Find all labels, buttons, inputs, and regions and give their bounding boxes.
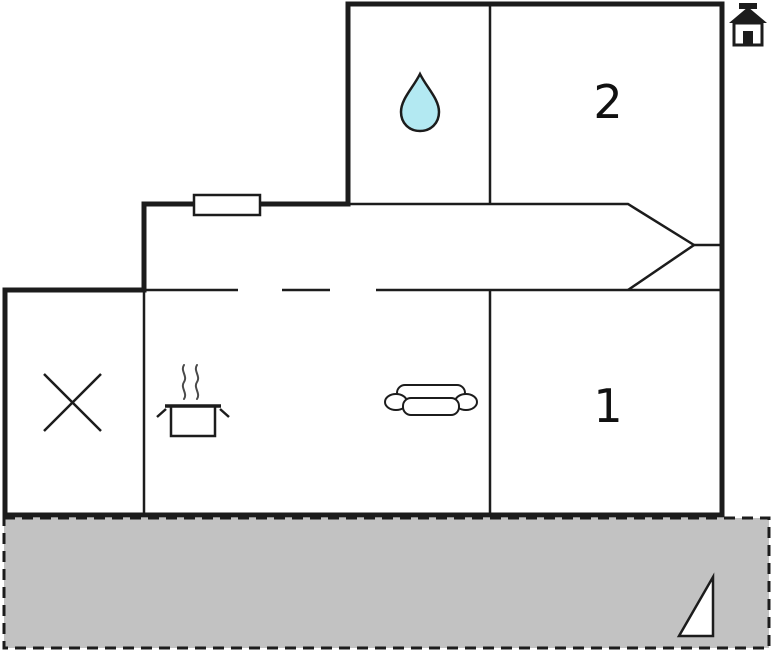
home-icon-door bbox=[743, 31, 753, 45]
pot-handle-left bbox=[156, 408, 167, 418]
room-label-bedroom2: 2 bbox=[593, 75, 622, 129]
water-drop-icon bbox=[399, 71, 441, 133]
steam-line bbox=[194, 364, 200, 400]
outer-walls bbox=[2, 1, 725, 518]
terrace-wedge-icon bbox=[676, 572, 715, 638]
crossed-lines-icon bbox=[43, 373, 102, 432]
steam-line bbox=[181, 364, 187, 400]
terrace-area bbox=[2, 516, 771, 650]
home-icon-roof bbox=[729, 7, 767, 23]
wall-hallway-point bbox=[348, 202, 697, 292]
home-icon bbox=[729, 3, 767, 47]
sofa-seat bbox=[402, 397, 460, 416]
window-marker bbox=[192, 193, 262, 217]
pot-body bbox=[169, 404, 217, 438]
home-icon-chimney bbox=[739, 3, 757, 9]
cooking-pot-icon bbox=[156, 364, 230, 438]
pot-handle-right bbox=[219, 408, 230, 418]
room-label-bedroom1: 1 bbox=[593, 379, 622, 433]
sofa-icon bbox=[384, 384, 478, 416]
